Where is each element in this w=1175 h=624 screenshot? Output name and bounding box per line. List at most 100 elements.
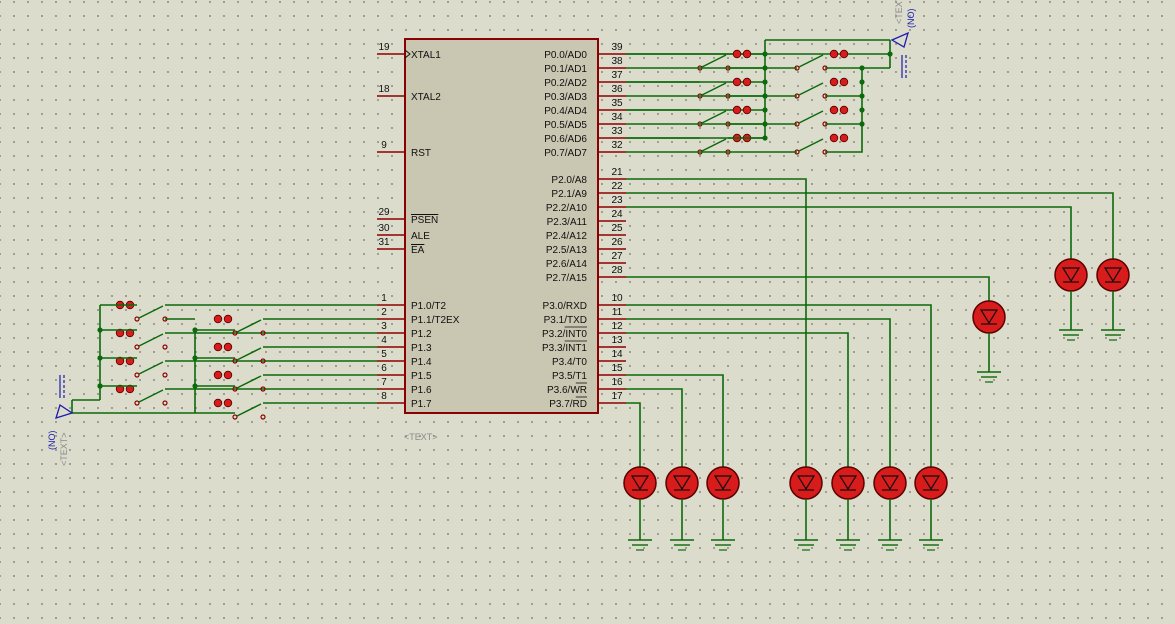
clock-marker (404, 49, 411, 59)
chip-text-tag: <TEXT> (404, 432, 438, 442)
led-diode-symbol (1103, 267, 1123, 283)
port2-wire (626, 276, 990, 301)
junction-dot (192, 327, 198, 333)
switch-contact (260, 414, 266, 420)
pin-label: P1.0/T2 (411, 301, 446, 312)
port3-wire (626, 374, 724, 467)
pin-label: P0.2/AD2 (544, 78, 587, 89)
junction-dot (192, 355, 198, 361)
pin-number: 6 (381, 363, 387, 374)
switch-lever (701, 138, 727, 152)
pin-number: 11 (612, 307, 623, 318)
pin-label: P0.0/AD0 (544, 50, 587, 61)
switch-button (732, 49, 742, 59)
port3-wire (626, 304, 932, 467)
pin-label: P0.1/AD1 (544, 64, 587, 75)
pin-number: 37 (611, 70, 623, 81)
switch-lever (798, 82, 824, 96)
port0-wire (825, 124, 863, 153)
switch-contact (260, 330, 266, 336)
pin-number: 10 (611, 293, 623, 304)
pin-number: 8 (381, 391, 387, 402)
pin-number: 7 (381, 377, 387, 388)
pin-label: ALE (411, 231, 430, 242)
switch-lever (701, 82, 727, 96)
switch-button (223, 314, 233, 324)
led (914, 466, 948, 500)
led (1054, 258, 1088, 292)
pin-number: 28 (611, 265, 623, 276)
switch-lever (138, 333, 164, 347)
led (665, 466, 699, 500)
terminal-arrow (890, 31, 910, 48)
switch-contact (232, 414, 238, 420)
pin-label: P1.1/T2EX (411, 315, 460, 326)
pin-number: 34 (611, 112, 623, 123)
led (1096, 258, 1130, 292)
pin-number: 22 (611, 181, 623, 192)
led (789, 466, 823, 500)
pin-label: P3.3/INT1 (542, 343, 587, 354)
pin-label: P0.6/AD6 (544, 134, 587, 145)
pin-number: 9 (381, 140, 387, 151)
led-diode-symbol (979, 309, 999, 325)
led-diode-symbol (838, 475, 858, 491)
pin-number: 26 (611, 237, 623, 248)
switch-button (839, 77, 849, 87)
pin-label: P3.7/RD (549, 399, 587, 410)
pin-label: P1.7 (411, 399, 432, 410)
switch-lever (138, 389, 164, 403)
pin-number: 5 (381, 349, 387, 360)
terminal-label: (NO) (47, 431, 57, 451)
led (623, 466, 657, 500)
microcontroller-body (404, 38, 599, 414)
switch-button (213, 342, 223, 352)
led-diode-symbol (713, 475, 733, 491)
led-diode-symbol (880, 475, 900, 491)
pin-number: 16 (611, 377, 623, 388)
junction-dot (97, 383, 103, 389)
switch-button (732, 77, 742, 87)
pin-number: 24 (611, 209, 623, 220)
pin-label: P3.6/WR (547, 385, 587, 396)
pin-number: 39 (611, 42, 623, 53)
switch-button (223, 398, 233, 408)
led-diode-symbol (796, 475, 816, 491)
pin-label: P3.0/RXD (543, 301, 587, 312)
pin-label: P2.4/A12 (546, 231, 588, 242)
terminal-label: <TEXT> (59, 432, 69, 466)
pin-number: 13 (611, 335, 623, 346)
pin-number: 27 (611, 251, 623, 262)
switch-button (742, 49, 752, 59)
junction-dot (97, 355, 103, 361)
led (706, 466, 740, 500)
led-diode-symbol (921, 475, 941, 491)
port2-wire (626, 178, 807, 467)
port2-wire (626, 206, 1072, 259)
junction-dot (762, 51, 768, 57)
switch-button (829, 49, 839, 59)
pin-number: 15 (611, 363, 623, 374)
junction-dot (762, 79, 768, 85)
switch-button (839, 105, 849, 115)
pin-number: 12 (611, 321, 623, 332)
pin-label: P1.5 (411, 371, 432, 382)
terminal-arrow (55, 403, 74, 419)
switch-button (223, 370, 233, 380)
switch-lever (798, 54, 824, 68)
pin-number: 30 (378, 223, 390, 234)
switch-contact (162, 372, 168, 378)
junction-dot (97, 327, 103, 333)
pin-number: 35 (611, 98, 623, 109)
pin-label: P0.4/AD4 (544, 106, 587, 117)
pin-number: 3 (381, 321, 387, 332)
pin-number: 2 (381, 307, 387, 318)
pin-label: RST (411, 148, 431, 159)
switch-button (223, 342, 233, 352)
terminal-label: <TEXT> (894, 0, 904, 24)
pin-label: P3.2/INT0 (542, 329, 587, 340)
pin-label: P2.7/A15 (546, 273, 588, 284)
pin-number: 29 (378, 207, 390, 218)
